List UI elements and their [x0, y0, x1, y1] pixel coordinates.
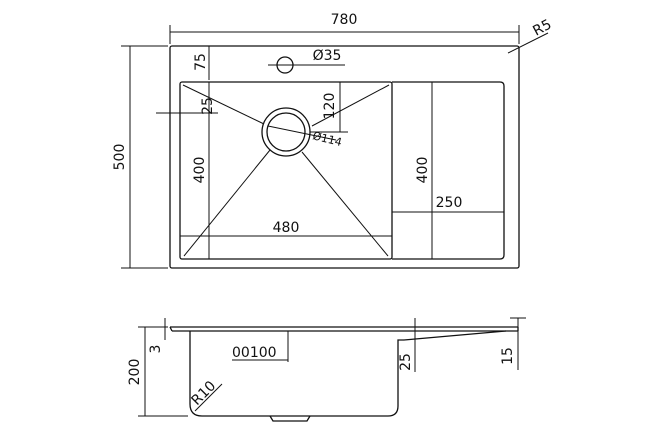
- dim-overall-width: 780: [331, 12, 358, 28]
- dim-drainboard-step: 15: [500, 347, 516, 365]
- dim-drain-offset: 120: [322, 93, 338, 120]
- bowl-profile: [189, 331, 404, 417]
- drain-outer-circle: [261, 107, 311, 157]
- top-view: 780 R5 500 75 Ø35 25 120 Ø114 400 480 40: [112, 12, 554, 269]
- drain-inner-circle: [266, 112, 306, 152]
- drain-leader: [267, 125, 337, 141]
- bottom-radius-leader: [194, 383, 223, 412]
- drainboard-outline: [392, 81, 505, 260]
- dim-bowl-height: 400: [192, 157, 208, 184]
- side-view: 200 3 00100 25 15 R10: [127, 317, 526, 422]
- dim-corner-radius: R5: [530, 17, 554, 40]
- dim-bowl-edge: 25: [200, 97, 216, 115]
- dim-bowl-edge-height: 25: [398, 353, 414, 371]
- dim-bowl-width: 480: [273, 220, 300, 236]
- dim-overall-height: 500: [112, 144, 128, 171]
- radius-leader: [507, 32, 549, 54]
- dim-rim-thickness: 3: [148, 345, 164, 354]
- dim-drainboard-width: 250: [436, 195, 463, 211]
- dim-tap-diameter: Ø35: [313, 48, 342, 64]
- dim-depth: 200: [127, 359, 143, 386]
- dim-bottom-radius: R10: [189, 378, 220, 409]
- drain-outlet: [269, 415, 311, 422]
- dim-tap-offset: 75: [193, 53, 209, 71]
- dim-overflow: 00100: [232, 345, 277, 361]
- bowl-fold-lines: [182, 84, 390, 257]
- bowl-outline: [179, 81, 393, 260]
- drainboard-slope: [403, 330, 507, 341]
- dim-drainboard-height: 400: [415, 157, 431, 184]
- outer-rim-outline: [169, 45, 520, 269]
